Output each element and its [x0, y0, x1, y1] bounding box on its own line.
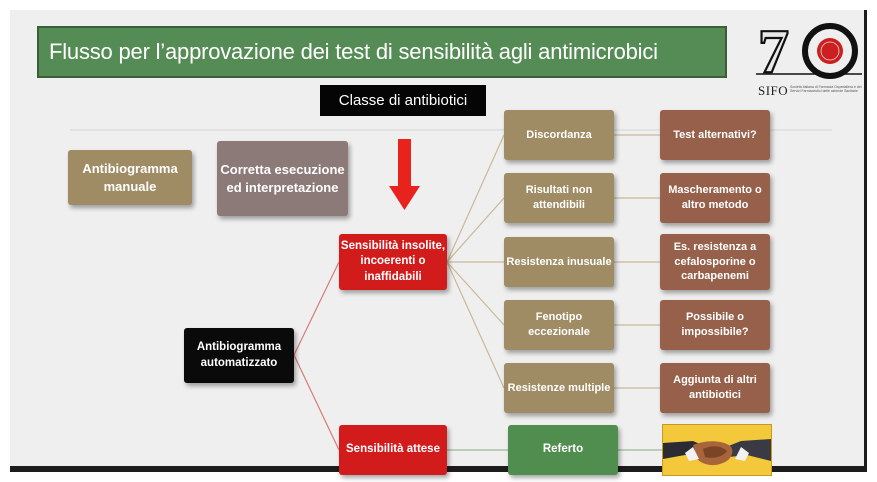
possibile-impossibile-box: Possibile o impossibile? [660, 300, 770, 350]
resistenze-multiple-box: Resistenze multiple [504, 363, 614, 413]
esempio-resistenza-box: Es. resistenza a cefalosporine o carbape… [660, 234, 770, 290]
slide-title: Flusso per l’approvazione dei test di se… [37, 26, 727, 78]
antibiogramma-automatizzato-box: Antibiogramma automatizzato [184, 328, 294, 383]
connector-risultati [446, 197, 505, 263]
discordanza-box: Discordanza [504, 110, 614, 160]
connector-fenotipo [446, 261, 505, 326]
referto-box: Referto [508, 425, 618, 475]
logo-subtitle: Società Italiana di Farmacia Ospedaliera… [790, 85, 862, 94]
mascheramento-box: Mascheramento o altro metodo [660, 173, 770, 223]
aggiunta-antibiotici-box: Aggiunta di altri antibiotici [660, 363, 770, 413]
down-arrow-icon [389, 139, 420, 210]
connector-resistenze [446, 261, 505, 389]
risultati-non-attendibili-box: Risultati non attendibili [504, 173, 614, 223]
sensibilita-attese-box: Sensibilità attese [339, 425, 447, 475]
fenotipo-eccezionale-box: Fenotipo eccezionale [504, 300, 614, 350]
connector-discordanza [446, 134, 505, 263]
sensibilita-insolite-box: Sensibilità insolite, incoerenti o inaff… [339, 234, 447, 290]
connector-automatizzato-attese [293, 354, 340, 451]
slide-edge [864, 10, 867, 472]
classe-antibiotici-label: Classe di antibiotici [320, 85, 486, 116]
antibiogramma-manuale-box: Antibiogramma manuale [68, 150, 192, 205]
logo-seven: 7 [758, 18, 789, 86]
test-alternativi-box: Test alternativi? [660, 110, 770, 160]
resistenza-inusuale-box: Resistenza inusuale [504, 237, 614, 287]
logo-brand: SIFO [758, 83, 789, 98]
handshake-image [662, 424, 772, 476]
corretta-esecuzione-box: Corretta esecuzione ed interpretazione [217, 141, 348, 216]
sifo-70-logo: 7 [752, 14, 864, 100]
connector-automatizzato-insolite [293, 261, 340, 356]
